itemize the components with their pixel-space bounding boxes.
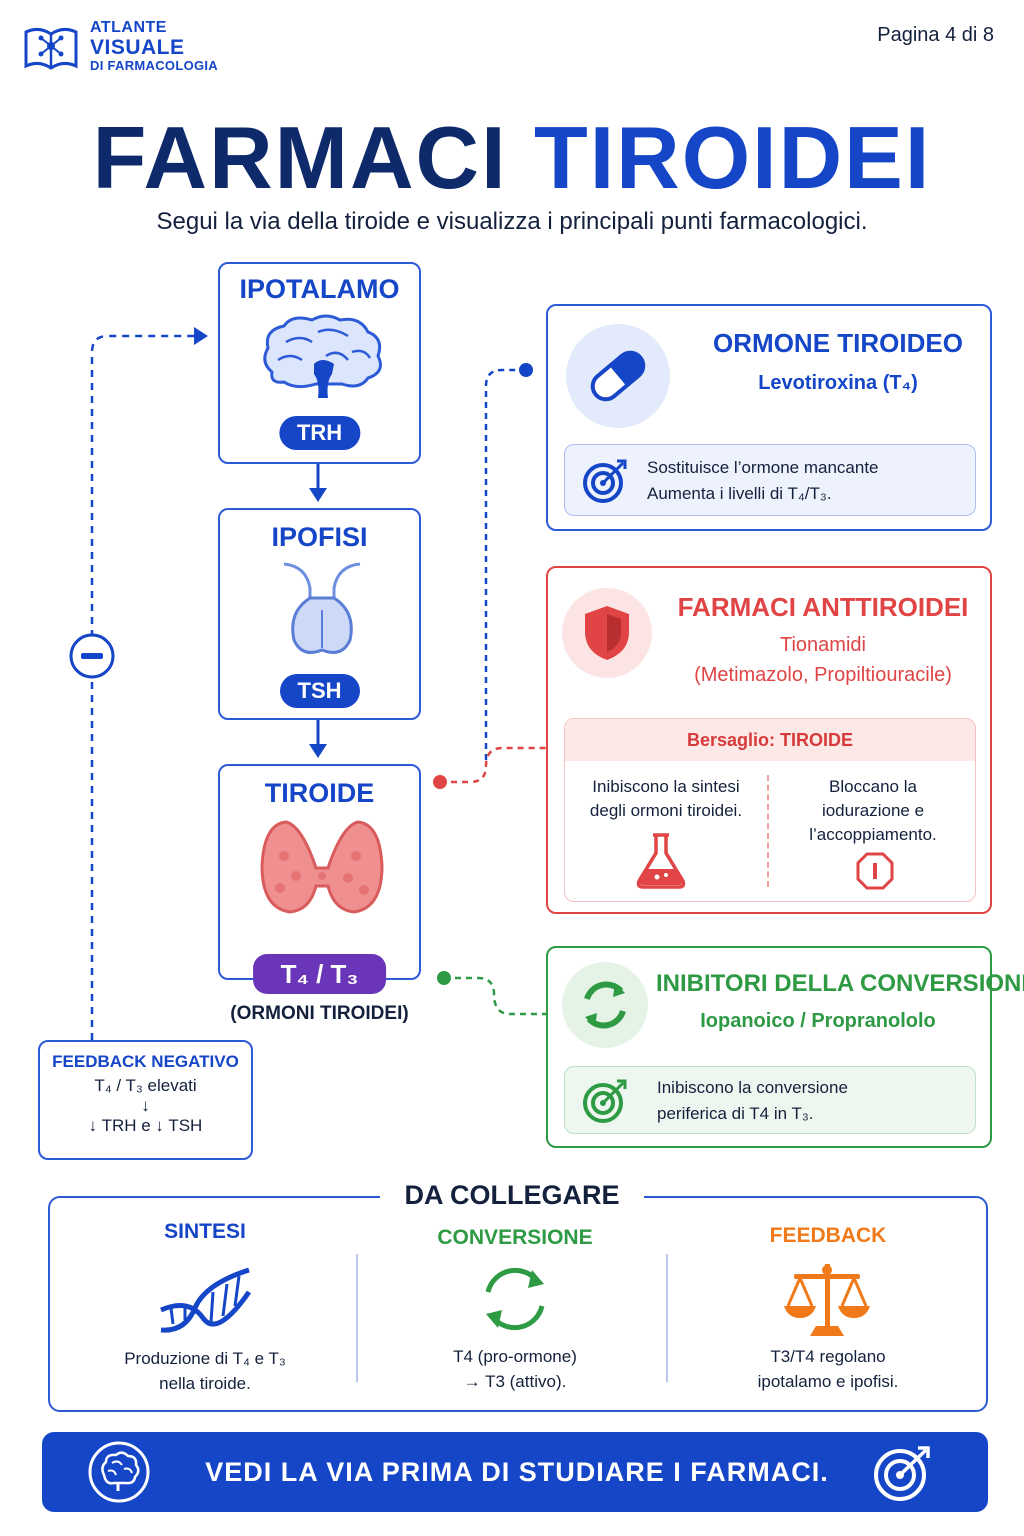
antitiroidei-target-panel: Bersaglio: TIROIDE Inibiscono la sintesi… [564, 718, 976, 902]
conversione-col-text: T4 (pro-ormone) → T3 (attivo). [360, 1344, 670, 1394]
feedback-col-title: FEEDBACK [769, 1224, 887, 1247]
cycle-arrows-icon [562, 962, 648, 1048]
ormone-subtitle: Levotiroxina (T₄) [758, 372, 918, 394]
tiroide-title: TIROIDE [264, 778, 375, 808]
conversione-col-line-1: T4 (pro-ormone) [453, 1347, 577, 1366]
ipofisi-title: IPOFISI [271, 522, 368, 552]
antitiroidei-subtitle-2: (Metimazolo, Propiltiouracile) [694, 664, 952, 686]
antitiroidei-subtitle-1: Tionamidi [780, 634, 866, 656]
antitiroidei-right-text: Bloccano la iodurazione e l’accoppiament… [769, 775, 977, 847]
conversione-col-line-2: → T3 (attivo). [463, 1372, 567, 1391]
page-indicator: Pagina 4 di 8 [877, 24, 994, 46]
ormone-info-line-2: Aumenta i livelli di T₄/T₃. [647, 484, 832, 503]
feedback-line-1: T₄ / T₃ elevati [94, 1076, 197, 1095]
flask-icon [633, 831, 689, 894]
left-line-2: degli ormoni tiroidei. [589, 801, 743, 820]
conversione-subtitle: Iopanoico / Propranololo [700, 1010, 936, 1032]
right-line-2: iodurazione e [821, 801, 925, 820]
sintesi-column: SINTESI Produzione di T₄ e T₃ nella tiro… [50, 1198, 360, 1410]
target-heading: Bersaglio: TIROIDE [565, 719, 975, 761]
tiroide-box: TIROIDE T₄ / T₃ [218, 764, 421, 994]
ormone-info-panel: Sostituisce l’ormone mancante Aumenta i … [564, 444, 976, 516]
conversione-info-line-1: Inibiscono la conversione [657, 1078, 848, 1097]
right-line-1: Bloccano la [829, 777, 917, 796]
left-line-1: Inibiscono la sintesi [592, 777, 740, 796]
feedback-column: FEEDBACK T3/T4 regolano ipotalamo e ipof… [670, 1198, 986, 1410]
ormone-tiroideo-card: ORMONE TIROIDEO Levotiroxina (T₄) Sostit… [546, 304, 992, 531]
conversione-info-text: Inibiscono la conversione periferica di … [657, 1075, 848, 1127]
ipofisi-box: IPOFISI TSH [218, 508, 421, 720]
footer-banner: VEDI LA VIA PRIMA DI STUDIARE I FARMACI. [42, 1432, 988, 1512]
balance-scale-icon [782, 1260, 872, 1345]
column-divider [356, 1254, 358, 1382]
trh-badge: TRH [278, 416, 361, 450]
ormoni-tiroidei-label: (ORMONI TIROIDEI) [230, 1003, 409, 1024]
page-subtitle: Segui la via della tiroide e visualizza … [156, 208, 868, 235]
conversione-info-line-2: periferica di T4 in T₃. [657, 1104, 814, 1123]
conversione-title: INIBITORI DELLA CONVERSIONE [656, 970, 1024, 997]
da-collegare-title: DA COLLEGARE [380, 1180, 644, 1211]
t4-t3-badge: T₄ / T₃ [252, 954, 387, 994]
sintesi-title: SINTESI [164, 1220, 246, 1243]
minus-circle-icon [68, 632, 116, 680]
da-collegare-section: SINTESI Produzione di T₄ e T₃ nella tiro… [48, 1196, 988, 1412]
ormone-title: ORMONE TIROIDEO [713, 328, 963, 358]
ipotalamo-title: IPOTALAMO [239, 274, 400, 304]
sintesi-line-2: nella tiroide. [159, 1374, 251, 1393]
antitiroidei-left-text: Inibiscono la sintesi degli ormoni tiroi… [565, 775, 767, 823]
feedback-arrow: ↓ [141, 1096, 150, 1115]
feedback-negativo-box: FEEDBACK NEGATIVO T₄ / T₃ elevati ↓ ↓ TR… [38, 1040, 253, 1160]
page-title: FARMACI TIROIDEI [0, 108, 1024, 208]
ormone-info-line-1: Sostituisce l’ormone mancante [647, 458, 879, 477]
banner-text: VEDI LA VIA PRIMA DI STUDIARE I FARMACI. [205, 1457, 829, 1487]
column-divider [666, 1254, 668, 1382]
conversione-col-title: CONVERSIONE [437, 1226, 593, 1249]
brand-line-3: DI FARMACOLOGIA [90, 57, 218, 73]
dna-icon [155, 1262, 255, 1343]
ormone-info-text: Sostituisce l’ormone mancante Aumenta i … [647, 455, 879, 507]
cycle-arrows-icon [476, 1262, 554, 1341]
feedback-col-text: T3/T4 regolano ipotalamo e ipofisi. [670, 1344, 986, 1394]
shield-icon [562, 588, 652, 678]
target-icon [872, 1444, 934, 1507]
sintesi-line-1: Produzione di T₄ e T₃ [124, 1349, 286, 1368]
tsh-badge: TSH [279, 674, 360, 708]
target-icon [581, 457, 629, 510]
brand-line-2: VISUALE [90, 35, 185, 59]
stop-octagon-icon [855, 851, 895, 896]
feedback-col-line-1: T3/T4 regolano [770, 1347, 886, 1366]
book-network-icon [22, 22, 80, 74]
pituitary-icon [276, 558, 368, 667]
brand-logo-text: ATLANTE VISUALE DI FARMACOLOGIA [90, 19, 218, 73]
feedback-line-2: ↓ TRH e ↓ TSH [88, 1116, 203, 1135]
conversione-info-panel: Inibiscono la conversione periferica di … [564, 1066, 976, 1134]
ipotalamo-box: IPOTALAMO TRH [218, 262, 421, 464]
feedback-col-line-2: ipotalamo e ipofisi. [757, 1372, 899, 1391]
brain-icon [88, 1441, 150, 1503]
antitiroidei-title: FARMACI ANTTIROIDEI [677, 592, 969, 622]
title-part-1: FARMACI [92, 108, 508, 207]
title-part-2: TIROIDEI [533, 108, 932, 207]
capsule-icon [566, 324, 670, 428]
thyroid-gland-icon [256, 816, 388, 921]
right-line-3: l’accoppiamento. [809, 825, 937, 844]
farmaci-antitiroidei-card: FARMACI ANTTIROIDEI Tionamidi (Metimazol… [546, 566, 992, 914]
panel-divider [767, 775, 769, 887]
brand-line-1: ATLANTE [90, 19, 167, 36]
feedback-title: FEEDBACK NEGATIVO [52, 1052, 239, 1071]
brain-icon [256, 312, 388, 417]
target-icon [581, 1077, 629, 1130]
sintesi-text: Produzione di T₄ e T₃ nella tiroide. [50, 1346, 360, 1396]
inibitori-conversione-card: INIBITORI DELLA CONVERSIONE Iopanoico / … [546, 946, 1024, 1148]
conversione-column: CONVERSIONE T4 (pro-ormone) → T3 (attivo… [360, 1198, 670, 1410]
